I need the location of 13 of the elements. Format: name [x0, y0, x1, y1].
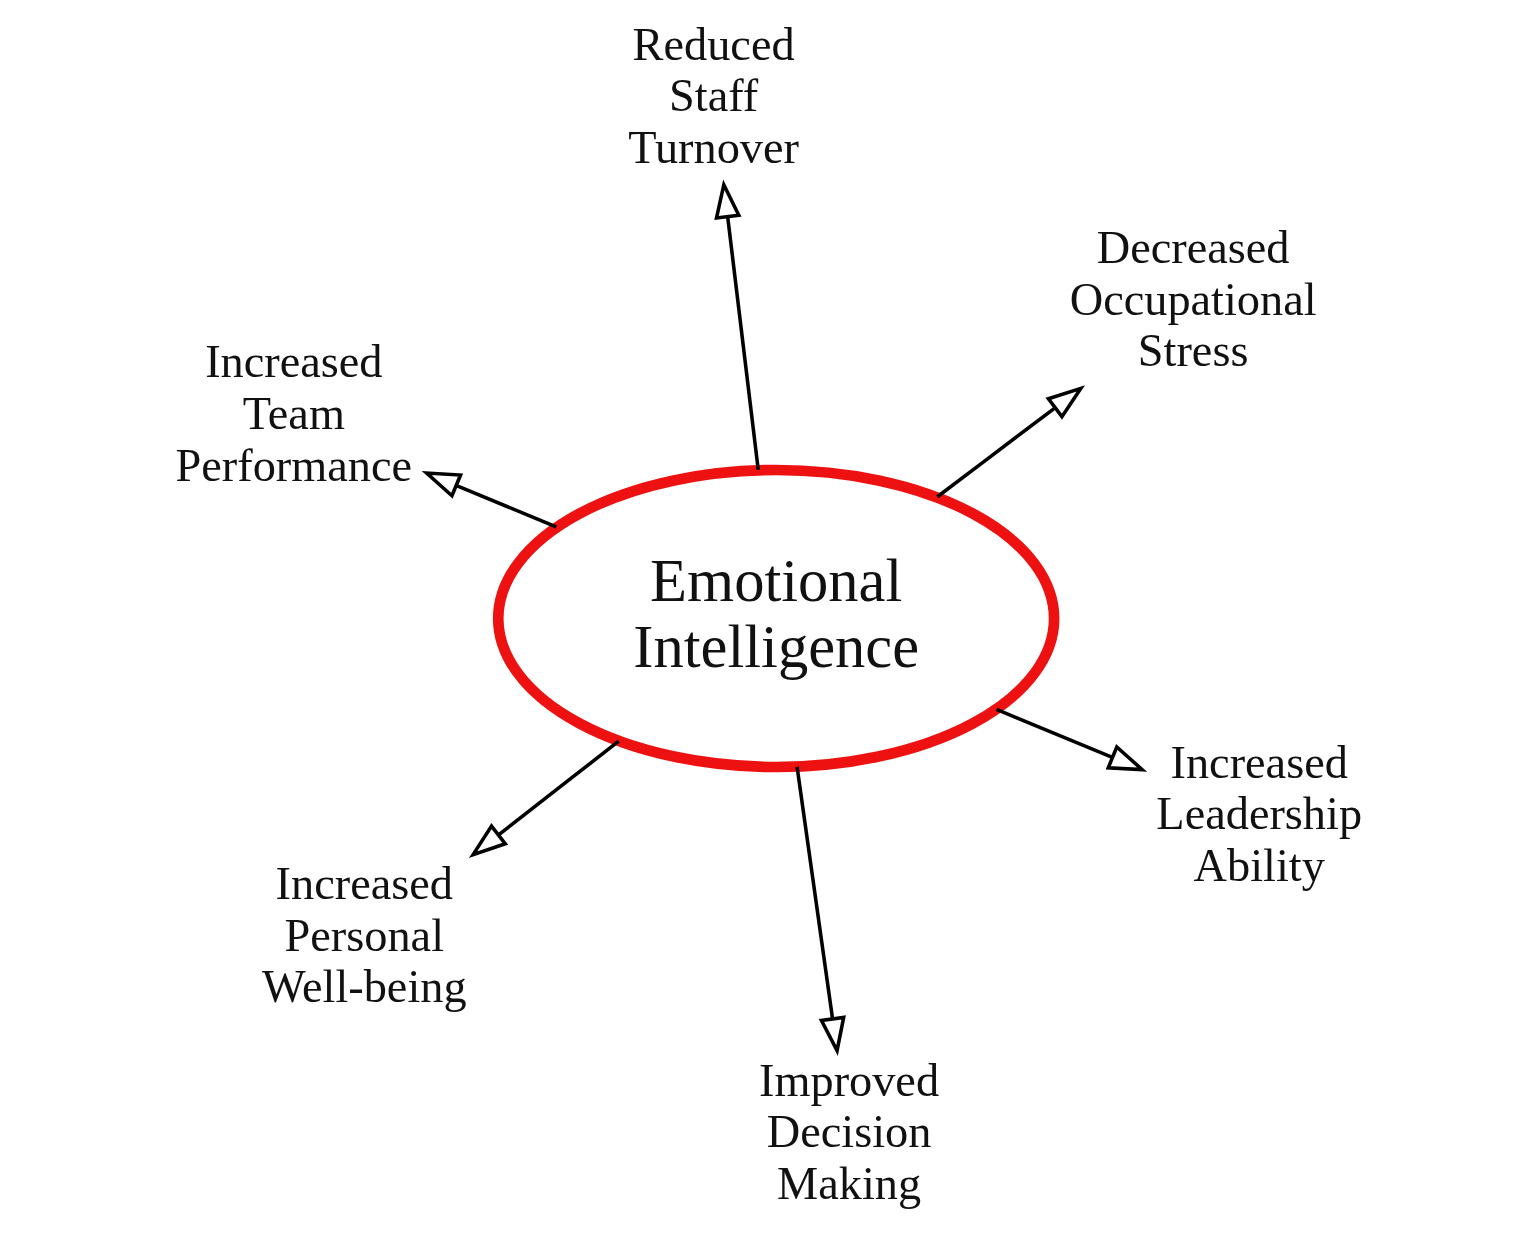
arrow — [795, 766, 846, 1056]
node-text: Reduced Staff Turnover — [628, 18, 799, 173]
node-ellipse: Emotional Intelligence — [492, 464, 1060, 773]
arrow — [995, 707, 1148, 772]
node-text: Increased Team Performance — [175, 336, 413, 491]
node-text: Increased Leadership Ability — [1156, 736, 1363, 891]
node-text: Decreased Occupational Stress — [1069, 222, 1317, 377]
node-text: Increased Personal Well-being — [262, 858, 467, 1013]
node-text: Improved Decision Making — [759, 1054, 940, 1209]
arrow — [936, 385, 1086, 499]
arrow — [468, 739, 620, 858]
arrow — [714, 179, 760, 471]
arrow — [421, 471, 557, 529]
